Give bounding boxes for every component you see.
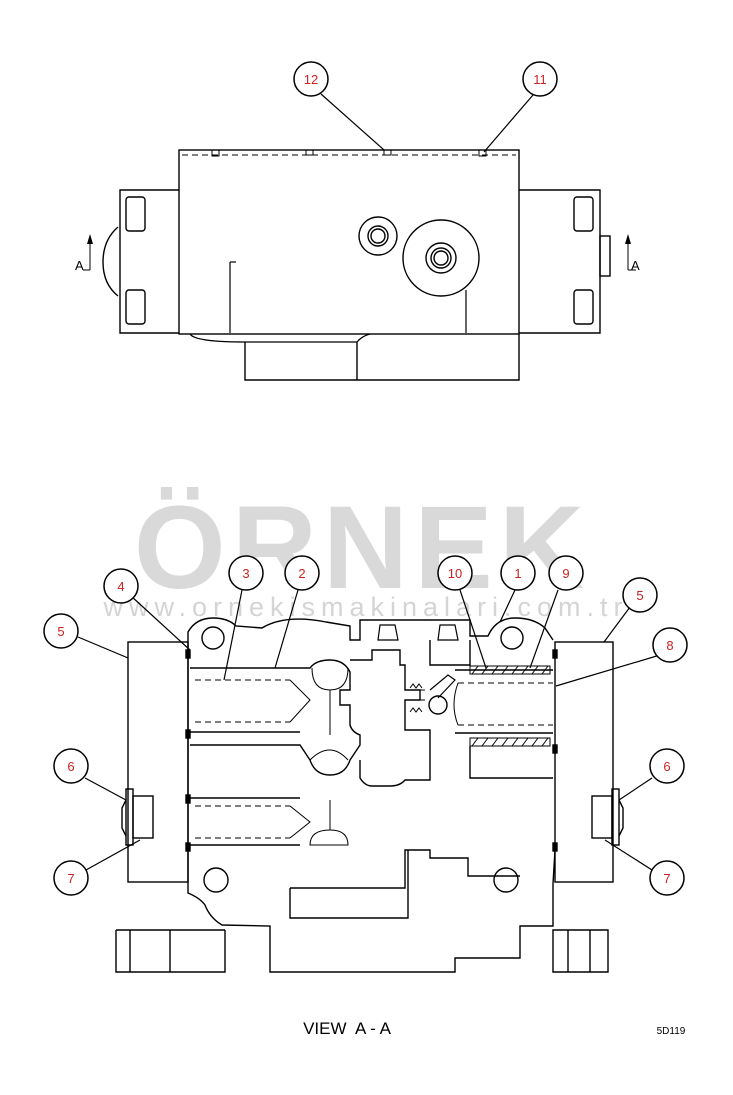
section-letter-right: A: [631, 258, 640, 273]
section-letter-left: A: [75, 258, 84, 273]
valve-body-top: [178, 149, 520, 335]
top-view: [83, 93, 636, 381]
callout-8: 8: [652, 627, 688, 663]
callout-label: 9: [562, 566, 569, 581]
right-end-cap: [519, 189, 601, 334]
port-large: [402, 219, 480, 297]
bottom-mount: [115, 929, 609, 973]
callout-label: 4: [117, 579, 124, 594]
callout-1: 1: [500, 555, 536, 591]
callout-label: 6: [663, 759, 670, 774]
callout-10: 10: [437, 555, 473, 591]
section-view: [77, 589, 661, 973]
callout-9: 9: [548, 555, 584, 591]
bolt-left: [121, 788, 154, 846]
callout-label: 11: [533, 72, 547, 87]
section-arrow-left: [83, 234, 93, 271]
right-end-cap-section: [554, 641, 614, 883]
mount-base: [244, 334, 520, 381]
callout-3: 3: [228, 555, 264, 591]
port-small: [358, 216, 398, 256]
left-end-cap-section: [127, 641, 189, 883]
callout-label: 7: [67, 871, 74, 886]
callout-label: 7: [663, 871, 670, 886]
center-spool: [190, 659, 361, 776]
callout-label: 2: [298, 566, 305, 581]
callout-7-left: 7: [53, 860, 89, 896]
figure-number: 5D119: [657, 1026, 686, 1037]
callout-11: 11: [522, 61, 558, 97]
callout-2: 2: [284, 555, 320, 591]
callout-5-right: 5: [622, 577, 658, 613]
callout-label: 10: [448, 566, 462, 581]
sleeve-hatch: [469, 665, 551, 747]
callout-label: 5: [57, 624, 64, 639]
callout-4: 4: [103, 568, 139, 604]
callout-7-right: 7: [649, 860, 685, 896]
check-valve: [408, 640, 471, 715]
callout-label: 5: [636, 588, 643, 603]
callout-6-right: 6: [649, 748, 685, 784]
view-caption: VIEW A - A: [303, 1019, 392, 1038]
callout-label: 3: [242, 566, 249, 581]
callout-5-left: 5: [43, 613, 79, 649]
watermark-url: www.ornekismakinalari.com.tr: [102, 592, 628, 622]
bolt-right: [591, 788, 624, 846]
callout-6-left: 6: [53, 748, 89, 784]
callout-label: 6: [67, 759, 74, 774]
watermark-brand: ÖRNEK: [134, 482, 590, 614]
section-arrow-right: [625, 234, 636, 271]
callout-label: 8: [666, 638, 673, 653]
callout-12: 12: [293, 61, 329, 97]
watermark: ÖRNEK www.ornekismakinalari.com.tr: [102, 482, 628, 622]
callout-label: 12: [304, 72, 318, 87]
callout-label: 1: [514, 566, 521, 581]
housing-outline: [187, 617, 556, 973]
left-end-cap: [119, 189, 179, 334]
